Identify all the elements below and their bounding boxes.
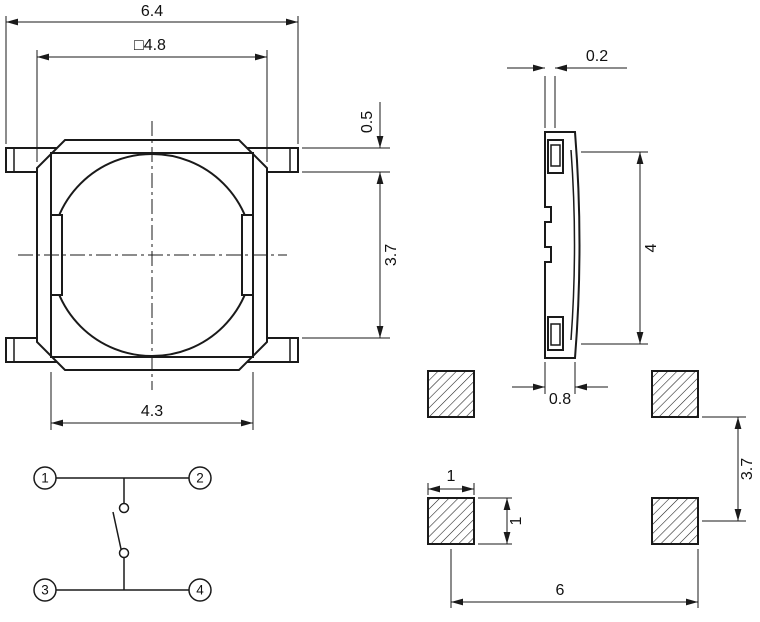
dim-body-width-label: □4.8 — [134, 37, 166, 54]
pad-bottom-left — [427, 497, 475, 545]
pin-circle-4 — [188, 578, 212, 602]
pad-top-left — [427, 370, 475, 418]
dim-body-thickness-label: 0.8 — [549, 391, 571, 408]
pin-number-1: 1 — [41, 471, 49, 486]
switch-lever — [112, 511, 122, 550]
pad-top-right — [651, 370, 699, 418]
side-lead-top — [547, 139, 564, 174]
dim-pad-width-label: 1 — [447, 468, 456, 485]
contact-dot-top — [118, 502, 130, 514]
pad-bottom-right — [651, 497, 699, 545]
dim-lead-width-label: 0.5 — [359, 111, 376, 133]
dim-inner-width-label: 4.3 — [141, 403, 163, 420]
side-lead-top-inner — [550, 144, 561, 167]
top-view: 6.4 □4.8 4.3 0.5 3.7 — [5, 3, 400, 430]
pin-circle-2 — [188, 466, 212, 490]
circuit-schematic: 1 2 3 4 — [33, 466, 212, 602]
pin-number-2: 2 — [196, 471, 204, 486]
side-lead-bottom-inner — [550, 323, 561, 346]
side-lead-bottom — [547, 316, 564, 351]
dim-pad-height-label: 1 — [508, 516, 525, 525]
side-view: 0.2 4 0.8 — [507, 48, 660, 408]
contact-dot-bottom — [118, 547, 130, 559]
dim-column-pitch-label: 6 — [556, 582, 565, 599]
pin-number-4: 4 — [196, 583, 204, 598]
dim-lead-pitch-label: 3.7 — [383, 244, 400, 266]
pin-circle-1 — [33, 466, 57, 490]
pin-number-3: 3 — [41, 583, 49, 598]
dim-contact-span-label: 4 — [643, 243, 660, 252]
dome-contact-curve — [570, 149, 576, 341]
dim-overall-width-label: 6.4 — [141, 3, 163, 20]
land-pattern: 1 1 3.7 6 — [427, 370, 756, 608]
dim-row-pitch-label: 3.7 — [739, 458, 756, 480]
side-body-outline — [544, 131, 581, 359]
dim-lead-thickness-label: 0.2 — [586, 48, 608, 65]
pin-circle-3 — [33, 578, 57, 602]
